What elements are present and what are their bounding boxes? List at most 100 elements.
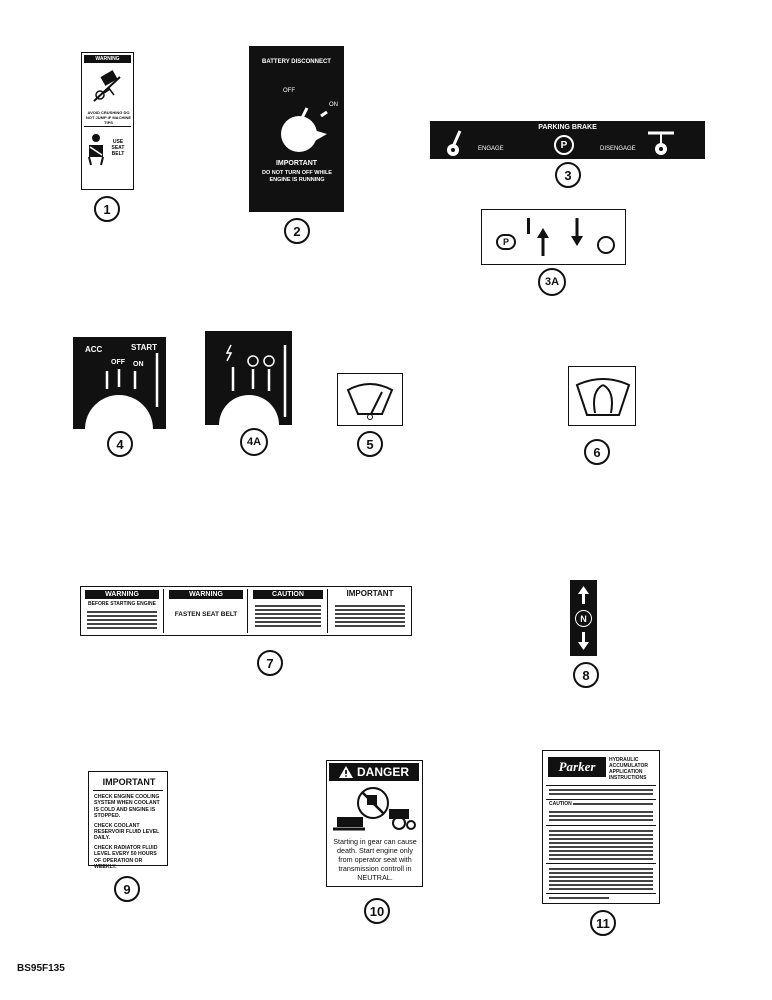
decal-3-disengage: DISENGAGE: [600, 146, 636, 152]
brake-engage-icon: [447, 130, 462, 156]
decal-11-fineprint-6: [549, 895, 609, 901]
parking-p-icon: P: [554, 135, 574, 155]
callout-4a: 4A: [240, 428, 268, 456]
callout-7: 7: [257, 650, 283, 676]
decal-9-line-3: CHECK RADIATOR FLUID LEVEL EVERY 50 HOUR…: [94, 844, 158, 871]
callout-3a: 3A: [538, 268, 566, 296]
decal-5-wiper: [337, 373, 403, 426]
decal-7-panel-3: CAUTION: [251, 589, 328, 633]
decal-6-dual-wiper: [568, 366, 636, 426]
decal-4a-key-switch-symbols: [205, 331, 292, 425]
decal-3-p: P: [560, 139, 568, 151]
decal-11-caption: HYDRAULIC ACCUMULATOR APPLICATION INSTRU…: [609, 757, 648, 781]
decal-11-brand: Parker: [558, 759, 596, 774]
decal-1-warning-text: AVOID CRUSHING DO NOT JUMP IF MACHINE TI…: [85, 110, 132, 125]
disconnect-switch-icon: [281, 107, 328, 152]
decal-11-rule-3: [546, 825, 656, 826]
decal-2-off-label: OFF: [283, 88, 295, 94]
run-over-hazard-icon: [333, 787, 416, 831]
forward-arrow-icon: [578, 586, 589, 604]
decal-7-panel-2-body: FASTEN SEAT BELT: [174, 611, 238, 618]
key-positions-icon: [85, 353, 159, 429]
arrow-down-icon: [571, 218, 583, 246]
decal-11-fineprint-1: [549, 787, 653, 797]
decal-3-parking-brake: PARKING BRAKE ENGAGE P DISENGAGE: [430, 121, 705, 159]
key-symbols-icon: [219, 344, 287, 425]
decal-11-fineprint-2: [573, 801, 653, 807]
decal-7-panel-1-fineprint: [87, 609, 157, 631]
decal-7-panel-1: WARNING BEFORE STARTING ENGINE: [83, 589, 164, 633]
decal-7-panel-4-header: IMPORTANT: [346, 589, 394, 598]
decal-3a-p: P: [502, 237, 509, 247]
decal-1-header: WARNING: [84, 55, 131, 63]
decal-9-title: IMPORTANT: [102, 777, 156, 787]
decal-9-line-1: CHECK ENGINE COOLING SYSTEM WHEN COOLANT…: [94, 794, 160, 820]
decal-9-body: CHECK ENGINE COOLING SYSTEM WHEN COOLANT…: [94, 794, 164, 870]
neutral-n-icon: N: [575, 610, 592, 627]
decal-7-panel-2: WARNING FASTEN SEAT BELT: [167, 589, 248, 633]
decal-11-rule-4: [546, 863, 656, 864]
decal-10-danger: DANGER Starting in gear can cause death.…: [326, 760, 423, 887]
decal-1-divider: [84, 126, 131, 127]
callout-5: 5: [357, 431, 383, 457]
wiper-icon: [346, 383, 394, 420]
decal-10-header: DANGER: [329, 763, 419, 781]
decal-4-acc: ACC: [85, 345, 103, 354]
arrow-up-icon: [537, 228, 549, 256]
danger-triangle-icon: [338, 766, 353, 778]
dual-wiper-icon: [575, 378, 631, 416]
decal-11-fineprint-5: [549, 866, 653, 892]
decal-7-panel-1-sub: BEFORE STARTING ENGINE: [88, 601, 156, 607]
callout-3: 3: [555, 162, 581, 188]
decal-4-start: START: [131, 343, 158, 352]
decal-4-on: ON: [133, 361, 144, 368]
decal-1-seatbelt-text: USE SEAT BELT: [111, 139, 125, 157]
decal-11-rule-2: [546, 799, 656, 800]
decal-11-fineprint-3: [549, 809, 653, 823]
callout-8: 8: [573, 662, 599, 688]
brake-disengage-icon: [648, 131, 674, 155]
engage-bar-icon: [527, 218, 530, 234]
decal-1-warning-seatbelt: WARNING AVOID CRUSHING DO NOT JUMP IF MA…: [81, 52, 134, 190]
decal-10-body: Starting in gear can cause death. Start …: [333, 837, 417, 882]
callout-4: 4: [107, 431, 133, 457]
decal-2-body: DO NOT TURN OFF WHILE ENGINE IS RUNNING: [262, 170, 332, 183]
decal-4-key-switch: ACC START OFF ON: [73, 337, 166, 429]
callout-10: 10: [364, 898, 390, 924]
decal-11-rule-5: [546, 893, 656, 894]
decal-7-panel-2-header: WARNING: [169, 590, 243, 599]
decal-7-panel-1-header: WARNING: [85, 590, 159, 599]
decal-11-rule-1: [546, 785, 656, 786]
reverse-arrow-icon: [578, 632, 589, 650]
callout-2: 2: [284, 218, 310, 244]
decal-7-panel-4: IMPORTANT: [331, 589, 409, 633]
decal-11-caution: CAUTION: [549, 801, 572, 807]
callout-11: 11: [590, 910, 616, 936]
decal-3-title: PARKING BRAKE: [538, 124, 597, 131]
parker-logo: Parker: [548, 757, 606, 777]
decal-7-panel-4-fineprint: [335, 603, 405, 629]
callout-9: 9: [114, 876, 140, 902]
decal-8-gear-indicator: N: [570, 580, 597, 656]
decal-2-on-label: ON: [329, 102, 338, 108]
decal-2-battery-disconnect: BATTERY DISCONNECT OFF ON IMPORTANT DO N…: [249, 46, 344, 212]
release-circle-icon: [597, 236, 615, 254]
decal-7-panel-3-fineprint: [255, 603, 321, 629]
decal-2-important: IMPORTANT: [275, 160, 318, 167]
decal-9-line-2: CHECK COOLANT RESERVOIR FLUID LEVEL DAIL…: [94, 822, 160, 842]
decal-9-important-cooling: IMPORTANT CHECK ENGINE COOLING SYSTEM WH…: [88, 771, 168, 870]
callout-6: 6: [584, 439, 610, 465]
decal-11-parker-accumulator: Parker HYDRAULIC ACCUMULATOR APPLICATION…: [542, 750, 660, 904]
decal-3-engage: ENGAGE: [478, 146, 504, 152]
decal-8-n: N: [580, 613, 587, 624]
decal-7-warning-strip: WARNING BEFORE STARTING ENGINE WARNING F…: [80, 586, 412, 636]
decal-9-rule: [93, 790, 163, 791]
decal-4-off: OFF: [111, 359, 125, 366]
figure-id: BS95F135: [17, 963, 65, 974]
decal-7-panel-3-header: CAUTION: [253, 590, 323, 599]
decal-3a-brake-symbols: P: [481, 209, 626, 265]
decal-11-fineprint-4: [549, 828, 653, 862]
callout-1: 1: [94, 196, 120, 222]
parking-p-icon: P: [496, 234, 516, 250]
decal-10-title: DANGER: [356, 765, 409, 779]
